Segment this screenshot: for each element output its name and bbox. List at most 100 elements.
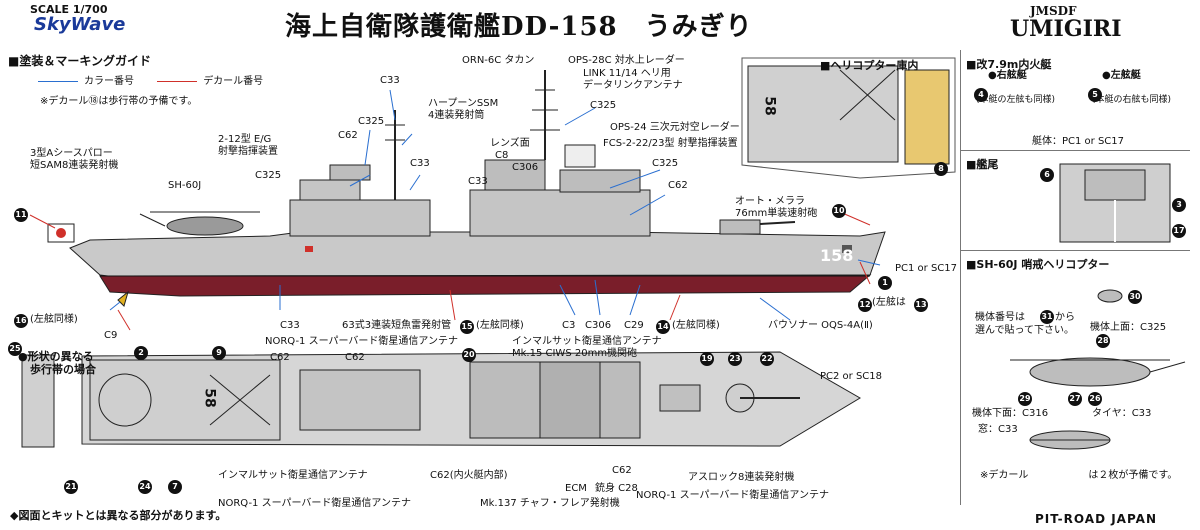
decal-number: 17 [1172,224,1186,238]
stern-title: ■艦尾 [966,158,999,171]
label-oto2: 76mm単装速射砲 [735,208,818,219]
heli-tire: タイヤ：C33 [1092,408,1152,419]
decal-number: 11 [14,208,28,222]
decal-number: 8 [934,162,948,176]
legend-title: ■塗装＆マーキングガイド [8,54,151,68]
label-c33-c: C33 [468,176,488,187]
hangar-drawing [741,57,956,179]
label-norq-bottom: NORQ-1 スーパーバード衛星通信アンテナ [218,498,411,509]
label-ciws: Mk.15 CIWS 20mm機関砲 [512,348,638,359]
label-c325-d: C325 [652,158,679,169]
label-c62-top-c: C62 [612,465,632,476]
label-inmarsat-bottom: インマルサット衛星通信アンテナ [218,470,368,481]
hangar-deck-number: 58 [761,96,778,116]
panel-divider-h2 [960,250,1190,251]
label-c62-b: C62 [668,180,688,191]
heli-note1: 機体番号は から [975,312,1075,324]
label-norq-top: NORQ-1 スーパーバード衛星通信アンテナ [265,336,458,347]
hangar-title: ■ヘリコプター庫内 [820,59,919,72]
label-harpoon2: 4連装発射筒 [428,110,485,121]
heli-window: 窓：C33 [978,424,1018,435]
decal-number: 10 [832,204,846,218]
heli-decal-note-a: ※デカール [980,470,1029,481]
brand-logo: SkyWave [34,14,126,35]
label-oto: オート・メララ [735,196,805,207]
label-ops28c: OPS-28C 対水上レーダー [568,55,685,66]
label-sea-sparrow2: 短SAM8連装発射機 [30,160,119,171]
label-fire-ctrl2: 射撃指揮装置 [218,146,278,157]
boat-hull-color: 艇体：PC1 or SC17 [1032,136,1125,147]
label-asroc: アスロック8連装発射機 [688,472,795,483]
color-pointer-lines [109,89,881,321]
scale-label: SCALE 1/700 [30,3,108,16]
walkway-title: ●形状の異なる [18,350,94,363]
label-fcs: FCS-2-22/23型 射撃指揮装置 [603,138,738,149]
decal-number: 2 [134,346,148,360]
decal-number: 21 [64,480,78,494]
decal-number: 26 [1088,392,1102,406]
label-harpoon: ハープーンSSM [428,98,499,109]
heli-note1a: 機体番号は [975,312,1025,323]
label-c33-top: C33 [380,75,400,86]
label-link: LINK 11/14 ヘリ用 [583,68,671,79]
decal-number: 7 [168,480,182,494]
label-c306: C306 [512,162,539,173]
label-ecm: ECM [565,483,587,494]
legend-decal-number: デカール番号 [203,76,264,87]
decal-number: 5 [1088,88,1102,102]
label-chaff: Mk.137 チャフ・フレア発射機 [480,498,620,509]
decal-number: 29 [1018,392,1032,406]
boat-port: ●左舷艇 [1102,70,1141,81]
panel-divider [960,50,961,505]
page-title: 海上自衛隊護衛艦DD-158 うみぎり [285,12,753,42]
label-c325-b: C325 [358,116,385,127]
stern-drawing [1059,163,1171,243]
decal-number: 3 [1172,198,1186,212]
heli-upper: 機体上面：C325 [1090,322,1167,333]
decal-number: 4 [974,88,988,102]
boat-starboard: ●右舷艇 [988,70,1027,81]
decal-number: 1 [878,276,892,290]
decal-number: 31 [1040,310,1054,324]
diagram-note: ◆図面とキットとは異なる部分があります。 [10,509,227,522]
label-pc1: PC1 or SC17 [895,263,958,274]
label-c8: C8 [495,150,509,161]
decal-number: 22 [760,352,774,366]
heli-title: ■SH-60J 哨戒ヘリコプター [966,258,1110,271]
decal-number: 30 [1128,290,1142,304]
decal-number: 25 [8,342,22,356]
decal-number: 19 [700,352,714,366]
boat-port-note: (本艇の右舷も同様) [1092,95,1172,105]
decal-number: 24 [138,480,152,494]
legend-color-number: カラー番号 [84,76,134,87]
decal-number: 14 [656,320,670,334]
decal-number: 27 [1068,392,1082,406]
heli-lower: 機体下面：C316 [972,408,1049,419]
jmsdf-label: JMSDF [1030,4,1077,18]
heli-note1b: から [1055,312,1075,323]
heli-decal-note-b: は２枚が予備です。 [1088,470,1178,481]
panel-divider-h1 [960,150,1190,151]
boat-panel: ■改7.9m内火艇 ●右舷艇 (本艇の左舷も同様) ●左舷艇 (本艇の右舷も同様… [962,52,1190,152]
sh60j-drawing [1010,289,1186,450]
color-line-swatch [38,80,78,82]
ship-name-en: UMIGIRI [1010,16,1122,42]
label-port-same-14: (左舷同様) [672,320,720,331]
heli-decal-note: ※デカール は２枚が予備です。 [980,470,1177,482]
hull-number: 158 [820,246,854,265]
decal-number: 28 [1096,334,1110,348]
label-ops24: OPS-24 三次元対空レーダー [610,122,740,133]
label-c3: C3 [562,320,576,331]
decal-number: 23 [728,352,742,366]
top-view-ship [21,351,861,448]
label-c62-boat: C62(内火艇内部) [430,470,508,481]
label-norq-right: NORQ-1 スーパーバード衛星通信アンテナ [636,490,829,501]
label-sea-sparrow: 3型Aシースパロー [30,148,113,159]
label-c62-top-b: C62 [345,352,365,363]
label-port-same-16: (左舷同様) [30,314,78,325]
label-c306-b: C306 [585,320,612,331]
decal-number: 20 [462,348,476,362]
decal-number: 9 [212,346,226,360]
label-c29: C29 [624,320,644,331]
label-c33-mid: C33 [410,158,430,169]
